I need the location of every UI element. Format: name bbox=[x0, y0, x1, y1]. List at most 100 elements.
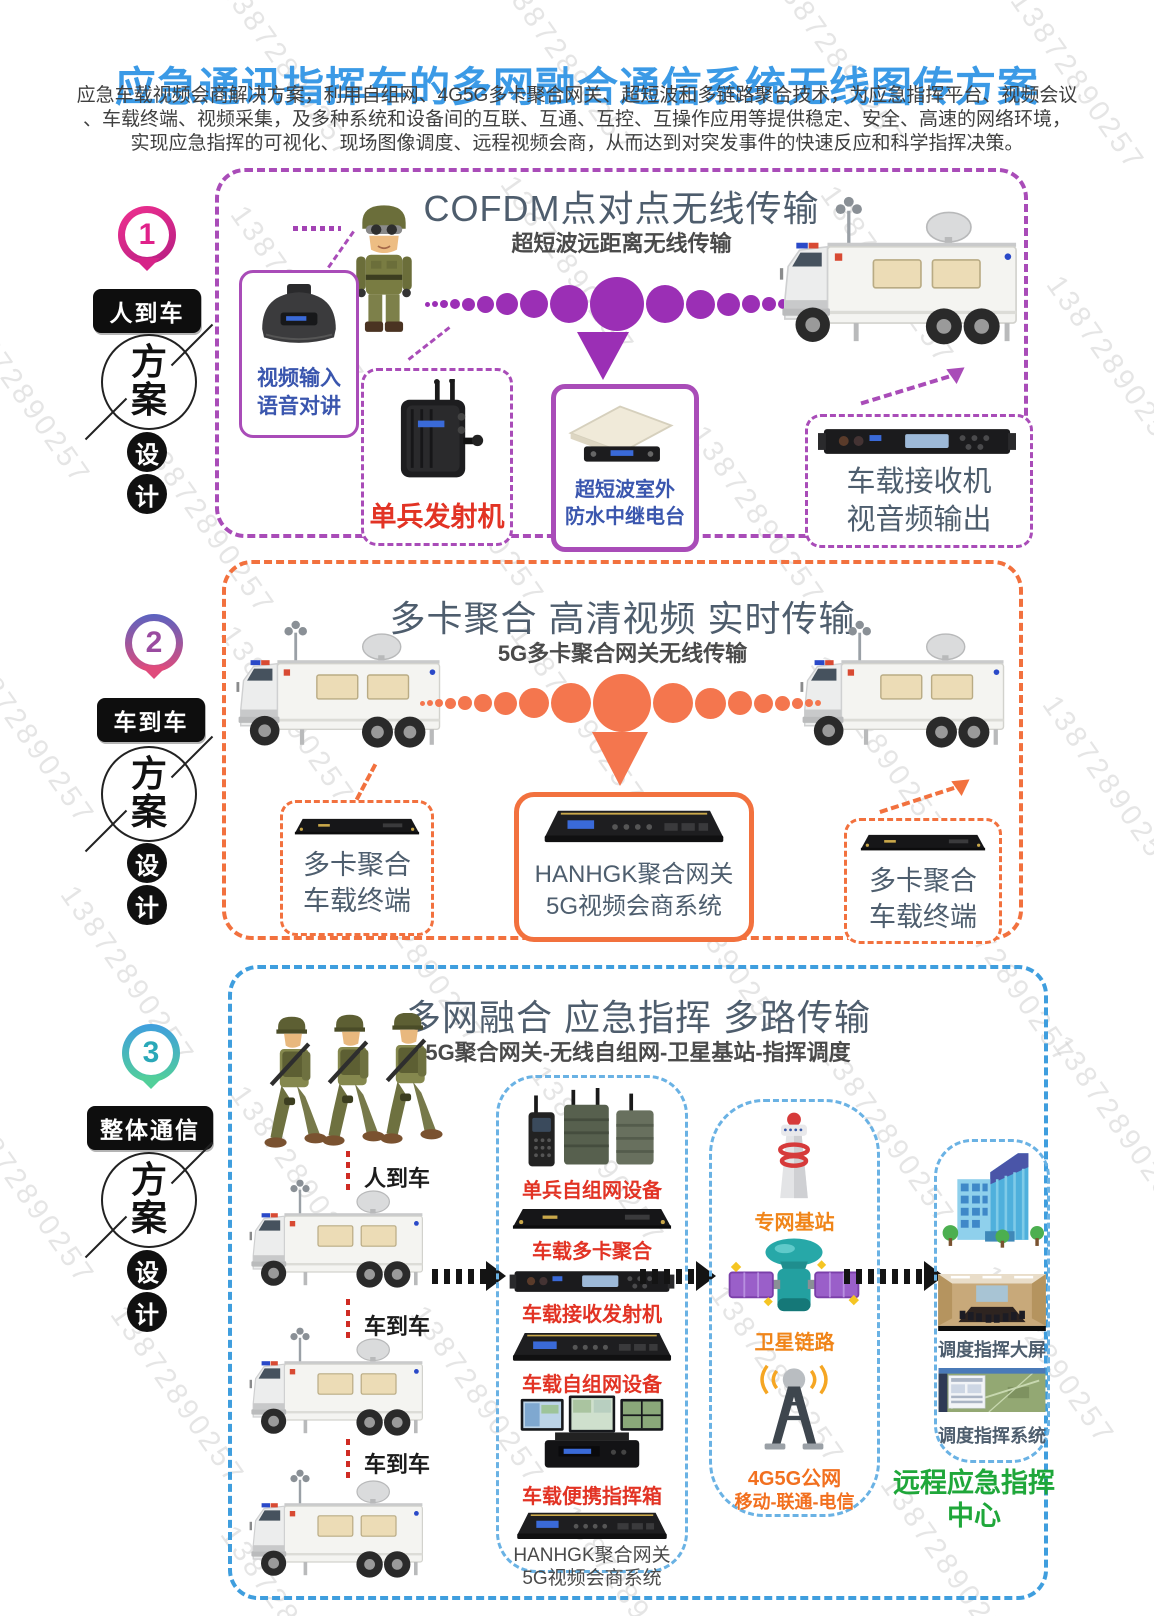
right-terminal-label-2: 车载终端 bbox=[869, 902, 977, 932]
design-circle-2a: 设 bbox=[127, 843, 167, 883]
design-circle-2b: 计 bbox=[127, 885, 167, 925]
network-label-2: 卫星链路 bbox=[754, 1332, 835, 1354]
intro-line-1: 应急车载视频会商解决方案，利用自组网、4G5G多卡聚合网关、超短波和多链路聚合技… bbox=[76, 85, 1078, 106]
relay-box: 超短波室外 防水中继电台 bbox=[551, 384, 699, 552]
watermark-text: 13872890257 bbox=[1045, 1030, 1154, 1221]
device-label-3: 车载接收发射机 bbox=[522, 1304, 662, 1326]
receiver-box: 车载接收机 视音频输出 bbox=[805, 414, 1033, 548]
body-transmitter-icon bbox=[399, 379, 485, 479]
design-circle-1b: 计 bbox=[127, 474, 167, 514]
section-1-subtitle: 超短波远距离无线传输 bbox=[511, 231, 732, 256]
flow-line-red bbox=[346, 1299, 350, 1343]
signal-pointer-icon bbox=[577, 332, 629, 380]
plan-char: 方 bbox=[130, 341, 167, 384]
portable-command-case-icon bbox=[519, 1394, 665, 1469]
gateway-box: HANHGK聚合网关 5G视频会商系统 bbox=[514, 792, 754, 942]
gateway-label-2: 5G视频会商系统 bbox=[522, 1568, 662, 1589]
left-terminal-label-1: 多卡聚合 bbox=[303, 850, 411, 880]
step-1-pin-icon: 1 bbox=[118, 206, 176, 271]
network-label-1: 专网基站 bbox=[754, 1212, 835, 1234]
helmet-box-label-1: 视频输入 bbox=[257, 367, 341, 390]
receiver-label-2: 视音频输出 bbox=[846, 504, 992, 536]
aggregation-gateway-icon bbox=[543, 809, 725, 844]
command-vehicle-illustration bbox=[799, 620, 1005, 749]
network-label-4: 移动-联通-电信 bbox=[734, 1492, 855, 1512]
left-terminal-label-2: 车载终端 bbox=[303, 886, 411, 916]
transmitter-label: 单兵发射机 bbox=[369, 502, 505, 532]
helmet-camera-box: 视频输入 语音对讲 bbox=[239, 270, 359, 438]
gateway-label-1: HANHGK聚合网关 bbox=[513, 1545, 671, 1566]
headquarters-building-icon bbox=[941, 1151, 1044, 1249]
wireless-signal-dots bbox=[419, 668, 821, 738]
plan-char: 案 bbox=[130, 379, 167, 421]
helmet-box-label-2: 语音对讲 bbox=[257, 395, 341, 418]
watermark-text: 13872890257 bbox=[0, 1100, 101, 1291]
vehicle-adhoc-icon bbox=[512, 1332, 672, 1362]
section-3-title: 多网融合 应急指挥 多路传输 bbox=[404, 997, 871, 1038]
command-label-2: 调度指挥系统 bbox=[938, 1426, 1046, 1446]
right-terminal-label-1: 多卡聚合 bbox=[869, 866, 977, 896]
cellular-tower-icon bbox=[760, 1364, 828, 1452]
flow-arrow-3 bbox=[844, 1261, 944, 1291]
vehicle-receiver-icon bbox=[818, 429, 1016, 454]
design-circle-1a: 设 bbox=[127, 432, 167, 472]
flow-label-2: 车到车 bbox=[364, 1314, 431, 1339]
signal-dotted-line bbox=[293, 226, 341, 231]
remote-command-center-label: 远程应急指挥 中心 bbox=[854, 1467, 1094, 1533]
watermark-text: 13872890257 bbox=[0, 640, 101, 831]
right-terminal-box: 多卡聚合 车载终端 bbox=[844, 818, 1002, 944]
flow-label-1: 人到车 bbox=[364, 1166, 431, 1191]
aggregation-gateway-icon bbox=[516, 1511, 668, 1540]
left-terminal-box: 多卡聚合 车载终端 bbox=[280, 800, 434, 936]
section-2-subtitle: 5G多卡聚合网关无线传输 bbox=[497, 641, 748, 666]
adhoc-radios-icon bbox=[527, 1088, 655, 1168]
right-terminal-arrow-head bbox=[951, 772, 975, 796]
section-1-title: COFDM点对点无线传输 bbox=[423, 188, 820, 229]
step-3-number: 3 bbox=[129, 1031, 173, 1075]
receiver-arrow-line bbox=[860, 374, 950, 406]
remote-center-line-1: 远程应急指挥 bbox=[893, 1468, 1055, 1498]
dispatch-system-screenshot bbox=[938, 1368, 1046, 1412]
multicard-aggregation-icon bbox=[512, 1208, 672, 1229]
step-2-pin-icon: 2 bbox=[125, 614, 183, 679]
gateway-label-2: 5G视频会商系统 bbox=[545, 893, 722, 920]
flow-arrow-2 bbox=[640, 1261, 716, 1291]
command-center-column: 调度指挥大屏 调度指挥系统 bbox=[934, 1139, 1050, 1463]
wireless-signal-dots bbox=[419, 270, 809, 338]
plan-circle-3: 方 案 bbox=[84, 1141, 214, 1259]
plan-char: 案 bbox=[130, 791, 167, 833]
device-label-5: 车载便携指挥箱 bbox=[522, 1486, 662, 1508]
step-2-number: 2 bbox=[132, 621, 176, 665]
private-network-tower-icon bbox=[755, 1110, 833, 1205]
flow-line-red bbox=[346, 1439, 350, 1481]
helmet-device-icon bbox=[261, 283, 337, 344]
network-label-3: 4G5G公网 bbox=[747, 1468, 842, 1490]
aggregation-terminal-icon bbox=[860, 834, 986, 851]
device-label-1: 单兵自组网设备 bbox=[522, 1180, 662, 1202]
section-3-subtitle: 5G聚合网关-无线自组网-卫星基站-指挥调度 bbox=[425, 1040, 851, 1065]
step-3-pin-icon: 3 bbox=[122, 1024, 180, 1089]
design-circle-3a: 设 bbox=[127, 1250, 167, 1290]
remote-center-line-2: 中心 bbox=[947, 1501, 1001, 1531]
satellite-link-icon bbox=[728, 1237, 860, 1313]
plan-char: 案 bbox=[130, 1197, 167, 1239]
step-3-badge: 整体通信 bbox=[87, 1106, 213, 1150]
plan-char: 方 bbox=[130, 1159, 167, 1202]
watermark-text: 13872890257 bbox=[1039, 270, 1154, 461]
command-vehicle-illustration bbox=[249, 1179, 423, 1289]
plan-char: 方 bbox=[130, 753, 167, 796]
receiver-label-1: 车载接收机 bbox=[846, 466, 992, 498]
watermark-text: 13872890257 bbox=[1035, 690, 1154, 881]
device-label-4: 车载自组网设备 bbox=[522, 1374, 662, 1396]
aggregation-terminal-icon bbox=[294, 818, 420, 835]
plan-circle-2: 方 案 bbox=[84, 735, 214, 853]
soldiers-walking-illustration bbox=[256, 1013, 456, 1153]
flow-line-red bbox=[346, 1151, 350, 1195]
relay-label-2: 防水中继电台 bbox=[565, 506, 685, 528]
outdoor-relay-icon bbox=[569, 405, 673, 463]
receiver-arrow-head bbox=[946, 360, 970, 384]
relay-label-1: 超短波室外 bbox=[575, 479, 675, 501]
gateway-label-1: HANHGK聚合网关 bbox=[534, 861, 734, 888]
device-label-2: 车载多卡聚合 bbox=[532, 1241, 652, 1263]
